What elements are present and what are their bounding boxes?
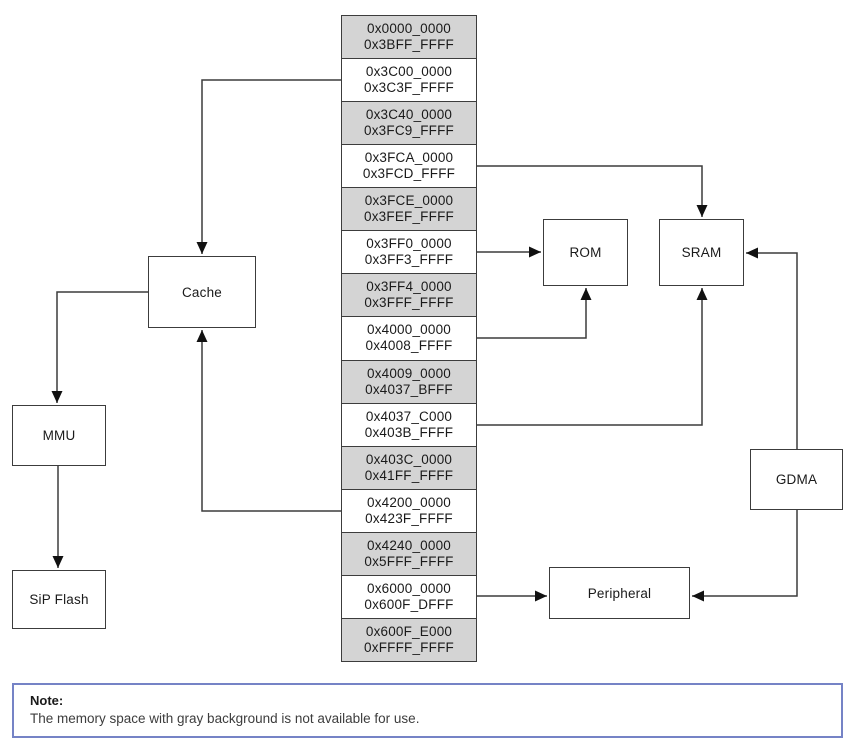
memory-segment-available: 0x3C00_0000 0x3C3F_FFFF bbox=[342, 59, 476, 103]
mmu-label: MMU bbox=[42, 428, 76, 443]
segment-start-address: 0x4200_0000 bbox=[366, 494, 452, 510]
memory-stack: 0x0000_0000 0x3BFF_FFFF 0x3C00_0000 0x3C… bbox=[341, 15, 477, 662]
segment-end-address: 0x3BFF_FFFF bbox=[364, 37, 454, 53]
memory-segment-unavailable: 0x3C40_0000 0x3FC9_FFFF bbox=[342, 102, 476, 146]
segment-start-address: 0x4037_C000 bbox=[365, 408, 453, 424]
segment-end-address: 0x4008_FFFF bbox=[365, 338, 453, 354]
memory-segment-unavailable: 0x600F_E000 0xFFFF_FFFF bbox=[342, 618, 476, 661]
sram-box: SRAM bbox=[659, 219, 744, 286]
note-box: Note: The memory space with gray backgro… bbox=[12, 683, 843, 738]
arrow-seg2-to-cache-top bbox=[196, 79, 341, 254]
sip-flash-label: SiP Flash bbox=[29, 592, 89, 607]
segment-start-address: 0x0000_0000 bbox=[366, 21, 452, 37]
segment-end-address: 0x5FFF_FFFF bbox=[364, 553, 454, 569]
memory-segment-unavailable: 0x4009_0000 0x4037_BFFF bbox=[342, 360, 476, 404]
segment-start-address: 0x3FF4_0000 bbox=[366, 279, 452, 295]
segment-end-address: 0x403B_FFFF bbox=[364, 424, 454, 440]
segment-start-address: 0x6000_0000 bbox=[366, 580, 452, 596]
arrow-cache-to-mmu bbox=[51, 291, 148, 403]
segment-end-address: 0x3FC9_FFFF bbox=[364, 123, 454, 139]
segment-start-address: 0x600F_E000 bbox=[365, 623, 453, 639]
segment-end-address: 0x600F_DFFF bbox=[364, 596, 454, 612]
segment-end-address: 0x3FEF_FFFF bbox=[364, 209, 454, 225]
segment-start-address: 0x4240_0000 bbox=[366, 537, 452, 553]
memory-segment-unavailable: 0x3FF4_0000 0x3FFF_FFFF bbox=[342, 274, 476, 318]
segment-end-address: 0x3FFF_FFFF bbox=[364, 295, 454, 311]
segment-end-address: 0x3FF3_FFFF bbox=[364, 252, 454, 268]
note-title: Note: bbox=[30, 693, 64, 708]
segment-end-address: 0xFFFF_FFFF bbox=[364, 639, 454, 655]
segment-start-address: 0x403C_0000 bbox=[365, 451, 453, 467]
memory-segment-unavailable: 0x3FCE_0000 0x3FEF_FFFF bbox=[342, 188, 476, 232]
cache-label: Cache bbox=[181, 284, 223, 300]
rom-box: ROM bbox=[543, 219, 628, 286]
cache-box: Cache bbox=[148, 256, 256, 328]
arrow-seg4-to-sram-top bbox=[477, 165, 708, 217]
rom-label: ROM bbox=[569, 245, 602, 260]
gdma-label: GDMA bbox=[775, 472, 818, 487]
memory-segment-unavailable: 0x403C_0000 0x41FF_FFFF bbox=[342, 446, 476, 490]
arrow-seg12-to-cache-bottom bbox=[196, 330, 341, 512]
segment-start-address: 0x4000_0000 bbox=[366, 322, 452, 338]
peripheral-box: Peripheral bbox=[549, 567, 690, 619]
memory-segment-unavailable: 0x4240_0000 0x5FFF_FFFF bbox=[342, 532, 476, 576]
sram-label: SRAM bbox=[681, 245, 722, 260]
segment-end-address: 0x423F_FFFF bbox=[365, 510, 453, 526]
segment-start-address: 0x3FCA_0000 bbox=[364, 150, 454, 166]
memory-segment-available: 0x4000_0000 0x4008_FFFF bbox=[342, 317, 476, 361]
memory-segment-available: 0x4200_0000 0x423F_FFFF bbox=[342, 489, 476, 533]
memory-segment-unavailable: 0x0000_0000 0x3BFF_FFFF bbox=[342, 16, 476, 60]
segment-end-address: 0x41FF_FFFF bbox=[364, 467, 454, 483]
segment-end-address: 0x4037_BFFF bbox=[365, 381, 453, 397]
memory-segment-available: 0x3FCA_0000 0x3FCD_FFFF bbox=[342, 145, 476, 189]
memory-segment-available: 0x3FF0_0000 0x3FF3_FFFF bbox=[342, 231, 476, 275]
arrow-gdma-to-sram-right bbox=[746, 247, 798, 449]
segment-start-address: 0x3FF0_0000 bbox=[366, 236, 452, 252]
memory-segment-available: 0x6000_0000 0x600F_DFFF bbox=[342, 575, 476, 619]
segment-start-address: 0x4009_0000 bbox=[366, 365, 452, 381]
memory-segment-available: 0x4037_C000 0x403B_FFFF bbox=[342, 403, 476, 447]
segment-start-address: 0x3C00_0000 bbox=[365, 64, 453, 80]
segment-start-address: 0x3C40_0000 bbox=[365, 107, 453, 123]
mmu-box: MMU bbox=[12, 405, 106, 466]
arrow-gdma-to-peripheral-right bbox=[692, 510, 798, 602]
gdma-box: GDMA bbox=[750, 449, 843, 510]
arrow-seg10-to-sram-bottom bbox=[477, 288, 708, 426]
arrow-seg8-to-rom-bottom bbox=[477, 288, 592, 339]
peripheral-label: Peripheral bbox=[587, 585, 652, 601]
segment-end-address: 0x3FCD_FFFF bbox=[362, 166, 456, 182]
sip-flash-box: SiP Flash bbox=[12, 570, 106, 629]
segment-end-address: 0x3C3F_FFFF bbox=[364, 80, 454, 96]
segment-start-address: 0x3FCE_0000 bbox=[364, 193, 454, 209]
note-body: The memory space with gray background is… bbox=[30, 711, 420, 726]
